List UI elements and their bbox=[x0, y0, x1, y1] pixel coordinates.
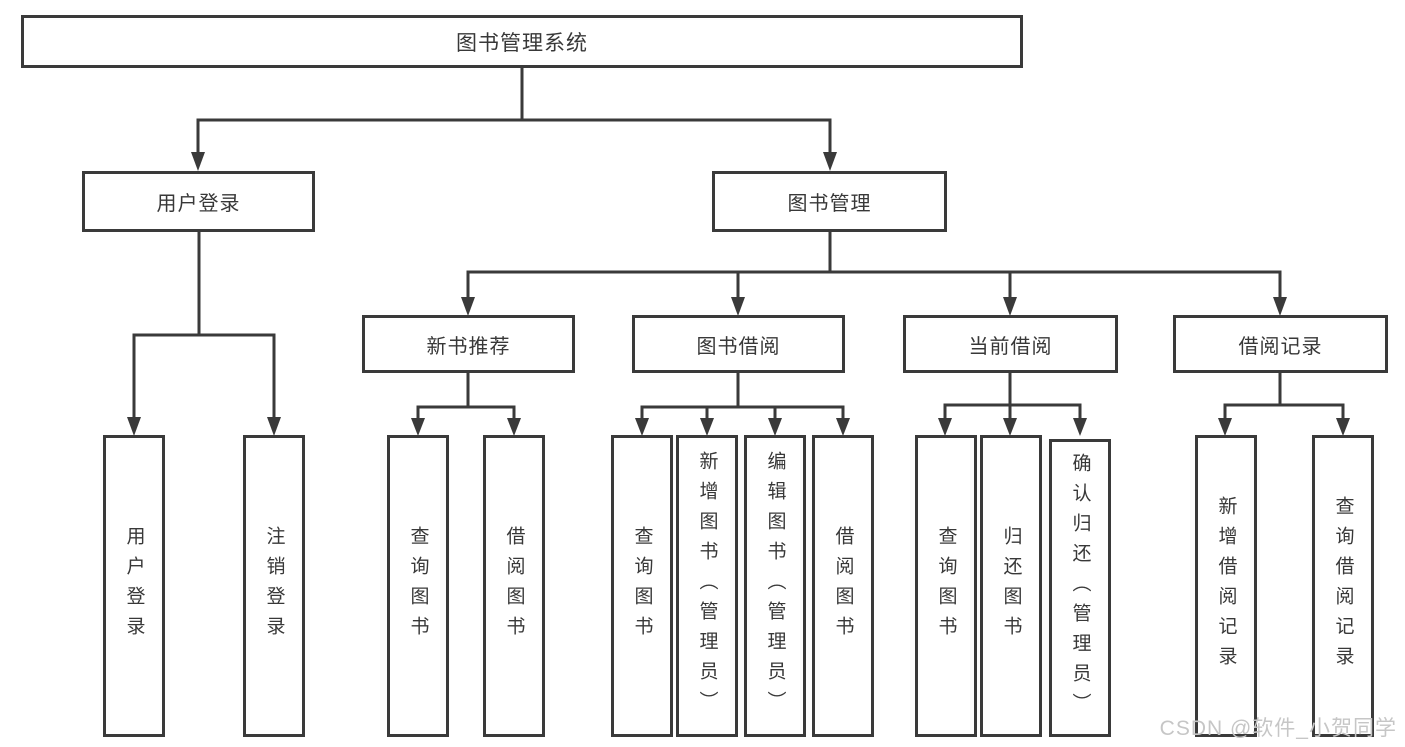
connector-book-mgmt-branch bbox=[461, 232, 1287, 316]
leaf-user-login: 用户登录 bbox=[103, 435, 165, 737]
connector-book-borrow-branch bbox=[635, 373, 850, 436]
node-current-borrowing: 当前借阅 bbox=[903, 315, 1118, 373]
node-user-login-label: 用户登录 bbox=[156, 193, 241, 215]
leaf-add-books-admin: 新增图书（管理员） bbox=[676, 435, 738, 737]
node-new-book-recommend: 新书推荐 bbox=[362, 315, 575, 373]
leaf-query-books-1-label: 查询图书 bbox=[407, 526, 429, 646]
leaf-query-books-1: 查询图书 bbox=[387, 435, 449, 737]
leaf-borrow-books-1-label: 借阅图书 bbox=[503, 526, 525, 646]
leaf-edit-books-admin: 编辑图书（管理员） bbox=[744, 435, 806, 737]
connector-borrow-record-branch bbox=[1218, 373, 1350, 436]
node-current-borrowing-label: 当前借阅 bbox=[968, 335, 1053, 358]
leaf-query-borrow-record: 查询借阅记录 bbox=[1312, 435, 1374, 737]
node-new-book-recommend-label: 新书推荐 bbox=[426, 335, 511, 358]
node-root-system: 图书管理系统 bbox=[21, 15, 1023, 68]
leaf-query-books-3: 查询图书 bbox=[915, 435, 977, 737]
leaf-query-borrow-record-label: 查询借阅记录 bbox=[1332, 496, 1354, 676]
leaf-logout-label: 注销登录 bbox=[263, 526, 285, 646]
leaf-user-login-label: 用户登录 bbox=[123, 526, 145, 646]
leaf-borrow-books-1: 借阅图书 bbox=[483, 435, 545, 737]
node-book-management-label: 图书管理 bbox=[787, 193, 872, 215]
connector-new-book-branch bbox=[411, 373, 521, 436]
node-borrowing-records-label: 借阅记录 bbox=[1238, 335, 1323, 358]
leaf-query-books-2-label: 查询图书 bbox=[631, 526, 653, 646]
leaf-confirm-return-admin-label: 确认归还（管理员） bbox=[1069, 453, 1091, 723]
leaf-query-books-2: 查询图书 bbox=[611, 435, 673, 737]
leaf-borrow-books-2: 借阅图书 bbox=[812, 435, 874, 737]
leaf-borrow-books-2-label: 借阅图书 bbox=[832, 526, 854, 646]
node-book-borrowing-label: 图书借阅 bbox=[696, 335, 781, 358]
node-book-management: 图书管理 bbox=[712, 171, 947, 232]
connector-current-borrow-branch bbox=[938, 373, 1087, 436]
connector-user-login-branch bbox=[127, 232, 281, 436]
leaf-add-books-admin-label: 新增图书（管理员） bbox=[696, 451, 718, 721]
leaf-confirm-return-admin: 确认归还（管理员） bbox=[1049, 439, 1111, 737]
node-book-borrowing: 图书借阅 bbox=[632, 315, 845, 373]
node-user-login: 用户登录 bbox=[82, 171, 315, 232]
leaf-query-books-3-label: 查询图书 bbox=[935, 526, 957, 646]
leaf-return-books: 归还图书 bbox=[980, 435, 1042, 737]
node-borrowing-records: 借阅记录 bbox=[1173, 315, 1388, 373]
leaf-add-borrow-record: 新增借阅记录 bbox=[1195, 435, 1257, 737]
csdn-watermark: CSDN @软件_小贺同学 bbox=[1159, 717, 1397, 740]
leaf-add-borrow-record-label: 新增借阅记录 bbox=[1215, 496, 1237, 676]
node-root-label: 图书管理系统 bbox=[456, 31, 588, 55]
leaf-edit-books-admin-label: 编辑图书（管理员） bbox=[764, 451, 786, 721]
connector-root-to-level2 bbox=[191, 68, 837, 171]
leaf-logout: 注销登录 bbox=[243, 435, 305, 737]
leaf-return-books-label: 归还图书 bbox=[1000, 526, 1022, 646]
